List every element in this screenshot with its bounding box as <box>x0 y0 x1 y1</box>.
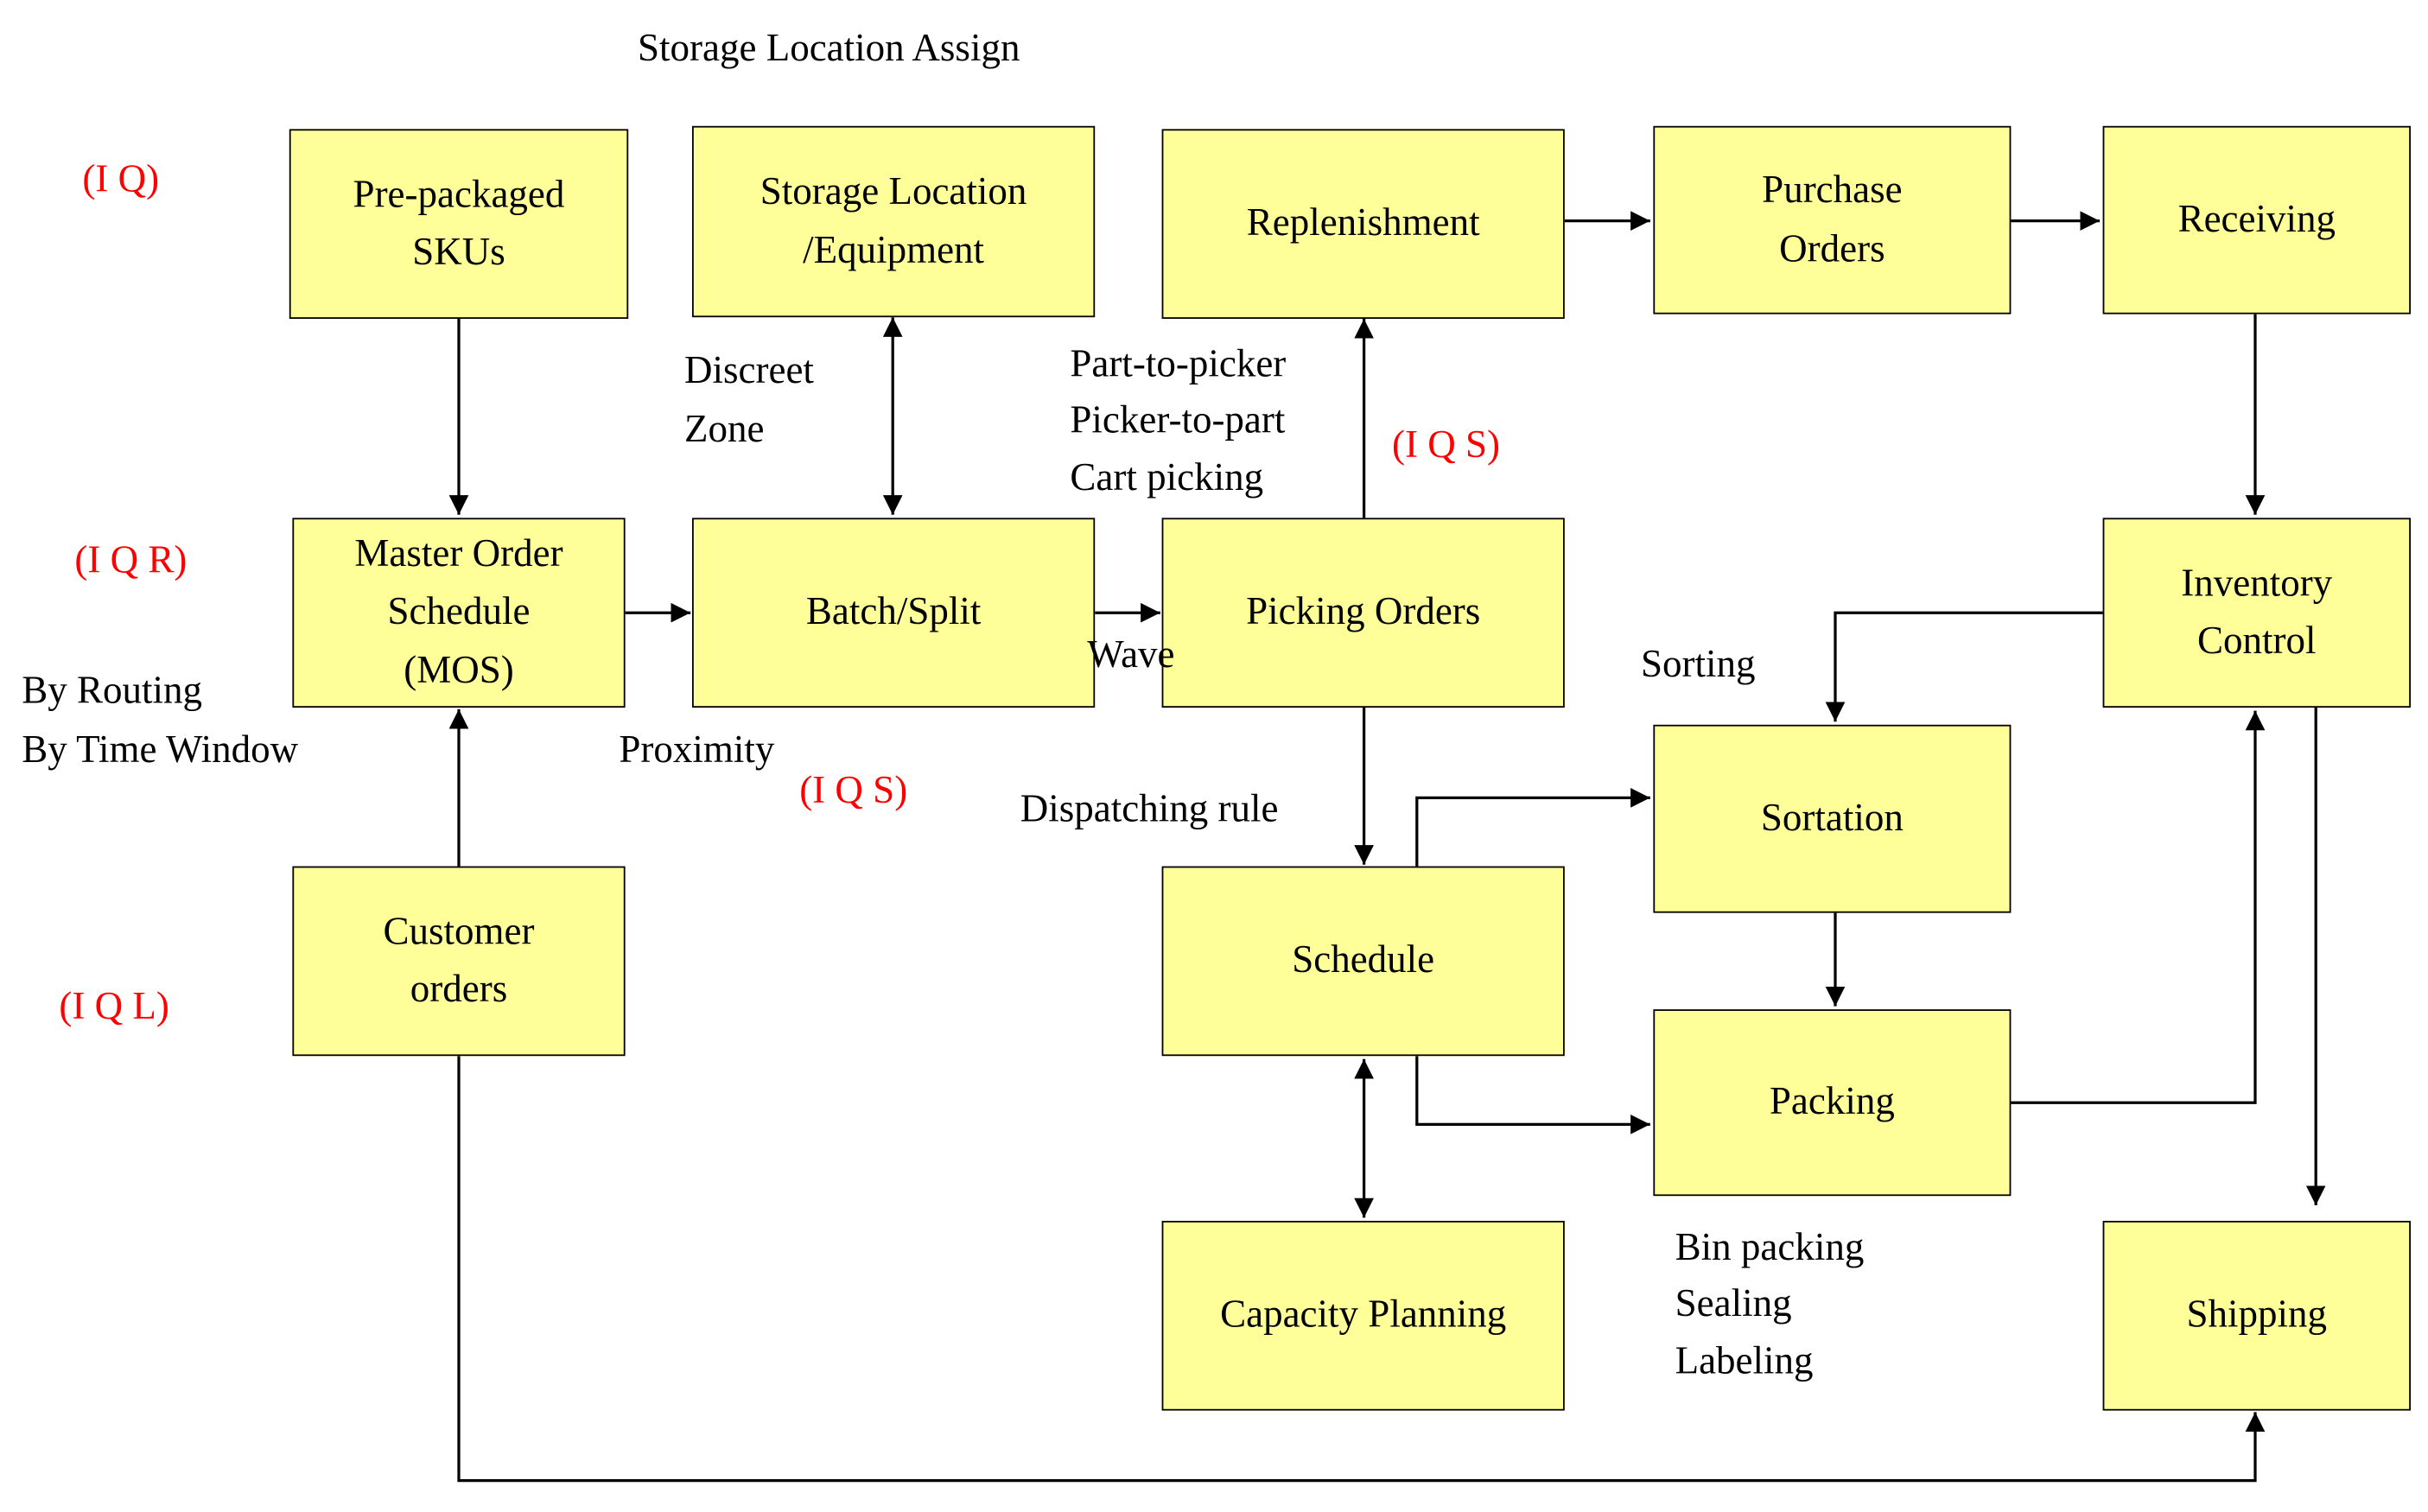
box-master-order-schedule: Master Order Schedule (MOS) <box>292 518 626 708</box>
arrow-schedule-to-sortation <box>1415 788 1650 867</box>
label-discreet-zone: Discreet Zone <box>684 350 814 451</box>
box-prepackaged-skus: Pre-packaged SKUs <box>289 129 629 319</box>
tag-iql: (I Q L) <box>59 986 169 1028</box>
box-capacity-planning: Capacity Planning <box>1161 1221 1565 1411</box>
box-receiving: Receiving <box>2102 125 2411 314</box>
label-packing-tasks: Bin packing Sealing Labeling <box>1675 1227 1865 1382</box>
box-shipping: Shipping <box>2102 1221 2411 1411</box>
label-picking-methods: Part-to-picker Picker-to-part Cart picki… <box>1070 343 1287 499</box>
arrow-customer-to-shipping <box>457 1056 2266 1483</box>
box-replenishment: Replenishment <box>1161 129 1565 319</box>
box-purchase-orders: Purchase Orders <box>1653 125 2012 314</box>
tag-iqs-top: (I Q S) <box>1392 424 1500 467</box>
tag-iq: (I Q) <box>82 158 160 201</box>
box-inventory-control: Inventory Control <box>2102 518 2411 708</box>
box-picking-orders: Picking Orders <box>1161 518 1565 708</box>
label-sorting: Sorting <box>1641 644 1756 686</box>
label-by-routing-time-window: By Routing By Time Window <box>22 670 299 771</box>
box-batch-split: Batch/Split <box>692 518 1096 708</box>
arrow-packing-to-inventory <box>2011 710 2266 1104</box>
arrow-inventory-to-sortation <box>1825 611 2103 722</box>
box-storage-location-equipment: Storage Location /Equipment <box>692 125 1096 318</box>
tag-iqr: (I Q R) <box>74 539 188 582</box>
box-packing: Packing <box>1653 1009 2012 1197</box>
box-sortation: Sortation <box>1653 724 2012 913</box>
label-proximity: Proximity <box>619 729 775 772</box>
label-dispatching-rule: Dispatching rule <box>1020 788 1279 831</box>
arrow-schedule-to-packing <box>1415 1056 1650 1134</box>
box-schedule: Schedule <box>1161 866 1565 1057</box>
box-customer-orders: Customer orders <box>292 866 626 1057</box>
tag-iqs-bottom: (I Q S) <box>799 770 908 812</box>
label-wave: Wave <box>1087 634 1175 677</box>
label-storage-location-assign: Storage Location Assign <box>638 28 1020 70</box>
